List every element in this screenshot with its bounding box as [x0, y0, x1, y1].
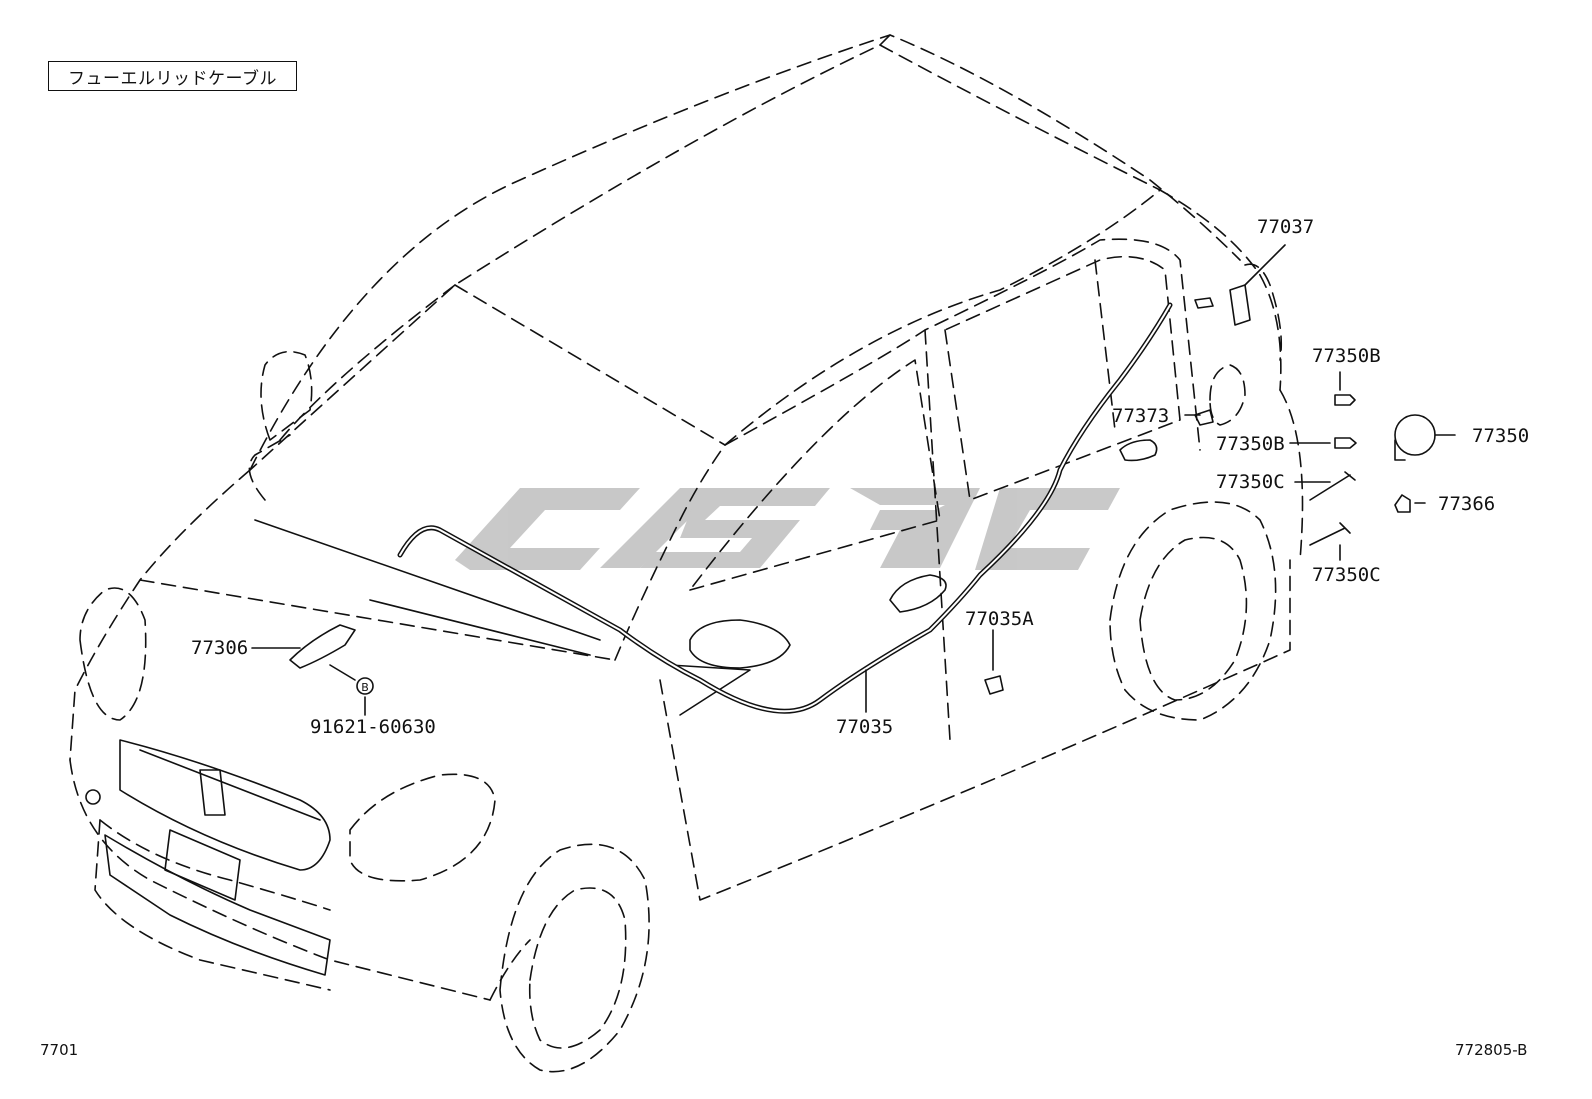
part-label-77035[interactable]: 77035 — [836, 716, 894, 738]
part-label-91621-60630[interactable]: 91621-60630 — [310, 716, 436, 738]
part-label-77350[interactable]: 77350 — [1472, 425, 1530, 447]
callout-b-letter: B — [361, 681, 369, 694]
diagram-title: フューエルリッドケーブル — [48, 61, 297, 91]
section-code: 7701 — [40, 1041, 79, 1059]
part-label-77350b-top[interactable]: 77350B — [1312, 345, 1381, 367]
part-label-77035a[interactable]: 77035A — [965, 608, 1034, 630]
illustration-code: 772805-B — [1455, 1041, 1528, 1059]
part-label-77306[interactable]: 77306 — [191, 637, 249, 659]
part-label-77350c-top[interactable]: 77350C — [1216, 471, 1285, 493]
part-label-77366[interactable]: 77366 — [1438, 493, 1496, 515]
watermark-logo — [455, 488, 1120, 570]
part-label-77373[interactable]: 77373 — [1112, 405, 1170, 427]
part-label-77037[interactable]: 77037 — [1257, 216, 1315, 238]
part-label-77350c-bottom[interactable]: 77350C — [1312, 564, 1381, 586]
part-label-77350b-mid[interactable]: 77350B — [1216, 433, 1285, 455]
